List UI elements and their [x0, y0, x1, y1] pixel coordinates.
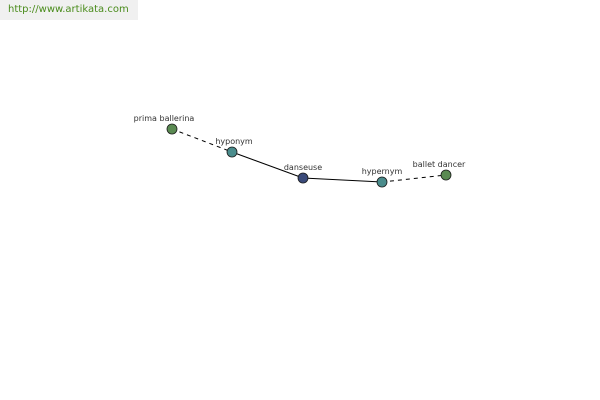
edge-prima-ballerina-to-hyponym: [171, 128, 233, 153]
node-label-hypernym: hypernym: [362, 167, 403, 176]
node-circle-hyponym[interactable]: [226, 146, 238, 158]
node-label-ballet-dancer: ballet dancer: [413, 160, 466, 169]
node-circle-prima-ballerina[interactable]: [166, 123, 178, 135]
site-url-link[interactable]: http://www.artikata.com: [0, 0, 138, 20]
edge-hypernym-to-ballet-dancer: [381, 174, 447, 183]
edge-danseuse-to-hypernym: [302, 177, 383, 183]
edge-hyponym-to-danseuse: [231, 151, 304, 179]
node-hypernym[interactable]: hypernym: [362, 167, 403, 188]
node-danseuse[interactable]: danseuse: [284, 163, 322, 184]
node-hyponym[interactable]: hyponym: [215, 137, 253, 158]
edges-layer: [171, 128, 447, 183]
node-circle-danseuse[interactable]: [297, 172, 309, 184]
node-label-hyponym: hyponym: [215, 137, 253, 146]
node-circle-hypernym[interactable]: [376, 176, 388, 188]
node-prima-ballerina[interactable]: prima ballerina: [134, 114, 195, 135]
nodes-layer: prima ballerina hyponym danseuse hypernym ba…: [134, 114, 466, 188]
node-label-prima-ballerina: prima ballerina: [134, 114, 195, 123]
node-circle-ballet-dancer[interactable]: [440, 169, 452, 181]
node-ballet-dancer[interactable]: ballet dancer: [413, 160, 466, 181]
node-label-danseuse: danseuse: [284, 163, 322, 172]
